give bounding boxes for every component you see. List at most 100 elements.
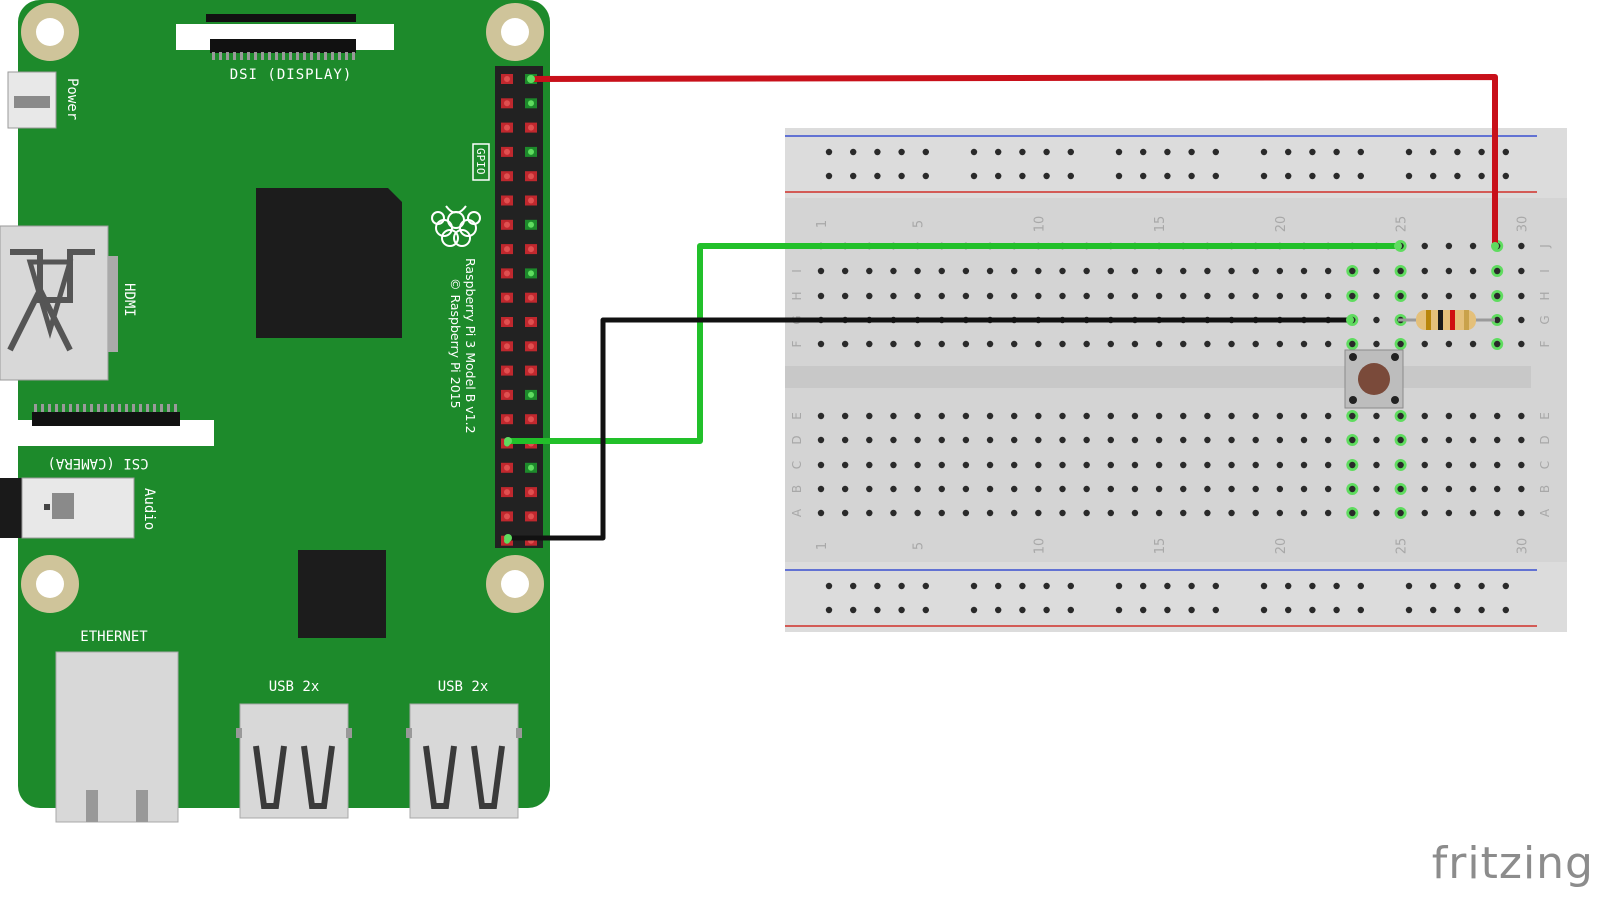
rail-hole	[995, 148, 1002, 156]
breadboard-hole	[962, 436, 970, 444]
breadboard-hole	[1373, 436, 1380, 444]
gpio-pin-contact	[528, 391, 534, 398]
gpio-pin-contact	[504, 489, 510, 496]
rail-hole	[1357, 606, 1365, 614]
rail-hole	[1115, 606, 1123, 614]
rail-hole	[1188, 172, 1195, 180]
rail-hole	[1115, 172, 1123, 180]
row-letter: D	[790, 435, 804, 444]
breadboard-hole	[1300, 436, 1308, 444]
rail-hole	[1212, 172, 1220, 180]
row-letter: B	[790, 485, 804, 493]
rail-hole	[874, 172, 881, 180]
breadboard-hole	[1059, 436, 1066, 444]
raspberry-logo	[431, 205, 481, 247]
rail-hole	[1212, 148, 1220, 156]
breadboard-hole	[841, 340, 849, 348]
breadboard-hole	[914, 485, 921, 493]
breadboard-hole	[1373, 340, 1380, 348]
breadboard-hole	[1349, 509, 1356, 517]
dsi-connector	[176, 14, 394, 60]
rail-hole	[970, 148, 978, 156]
connector-pin	[226, 52, 229, 60]
breadboard-hole	[1349, 292, 1356, 300]
breadboard-hole	[866, 412, 873, 420]
rail-hole	[1140, 172, 1147, 180]
breadboard-hole	[1107, 412, 1115, 420]
breadboard-hole	[1011, 509, 1018, 517]
breadboard-hole	[1494, 267, 1501, 275]
gpio-pin-contact	[504, 173, 510, 180]
column-number: 10	[1032, 538, 1047, 555]
breadboard-hole	[866, 267, 873, 275]
gpio-pin-contact	[504, 76, 510, 82]
breadboard-hole	[817, 267, 825, 275]
breadboard-hole	[1397, 292, 1404, 300]
breadboard-hole	[1276, 340, 1284, 348]
rail-hole	[922, 148, 929, 156]
wire-endpoint	[1394, 242, 1402, 250]
breadboard-hole	[1252, 485, 1259, 493]
breadboard-hole	[962, 461, 970, 469]
connector-pin	[261, 52, 264, 60]
gpio-pin-contact	[528, 367, 534, 374]
breadboard-hole	[1083, 461, 1090, 469]
column-number: 1	[815, 220, 830, 228]
breadboard-hole	[1083, 292, 1090, 300]
connector-pin	[83, 404, 86, 412]
gpio-pin-contact	[504, 464, 510, 471]
connector-pin	[76, 404, 79, 412]
breadboard-hole	[1373, 292, 1380, 300]
breadboard-hole	[914, 436, 921, 444]
rail-hole	[1019, 148, 1026, 156]
rail-hole	[898, 606, 905, 614]
breadboard-hole	[1107, 461, 1115, 469]
rail-hole	[1188, 582, 1195, 590]
breadboard-hole	[1059, 267, 1066, 275]
breadboard-hole	[1324, 485, 1332, 493]
breadboard-hole	[962, 292, 970, 300]
rail-hole	[825, 172, 833, 180]
breadboard-hole	[1131, 461, 1139, 469]
rail-hole	[1260, 148, 1268, 156]
breadboard-hole	[938, 412, 945, 420]
breadboard-hole	[1059, 340, 1066, 348]
breadboard-hole	[1324, 436, 1332, 444]
mounting-hole	[21, 3, 79, 61]
gpio-pin-contact	[504, 197, 510, 204]
rail-hole	[898, 172, 905, 180]
audio-label: Audio	[141, 488, 157, 530]
column-number: 10	[1032, 216, 1047, 233]
breadboard-hole	[1397, 340, 1404, 348]
row-letter: B	[1538, 485, 1552, 493]
rail-hole	[1478, 582, 1485, 590]
breadboard-hole	[1228, 292, 1235, 300]
breadboard-hole	[1228, 485, 1235, 493]
breadboard-hole	[890, 436, 897, 444]
connector-pin	[125, 404, 128, 412]
wire-endpoint	[504, 534, 512, 542]
breadboard-hole	[1180, 461, 1187, 469]
mounting-hole	[486, 555, 544, 613]
rail-hole	[1430, 582, 1437, 590]
breadboard-hole	[890, 267, 897, 275]
connector-pin	[212, 52, 215, 60]
button-cap	[1358, 363, 1390, 395]
rail-hole	[850, 606, 857, 614]
model-label: Raspberry Pi 3 Model B v1.2	[463, 258, 478, 434]
breadboard-hole	[914, 292, 921, 300]
connector-pin	[303, 52, 306, 60]
gpio-pin-contact	[504, 100, 510, 107]
breadboard-hole	[1276, 509, 1284, 517]
rail-hole	[1260, 606, 1268, 614]
breadboard-hole	[1518, 292, 1525, 300]
breadboard-hole	[1131, 267, 1139, 275]
breadboard-hole	[1397, 485, 1404, 493]
rail-hole	[898, 582, 905, 590]
breadboard-hole	[962, 340, 970, 348]
breadboard-hole	[1155, 436, 1163, 444]
row-letter: A	[1538, 508, 1552, 517]
breadboard-hole	[1276, 485, 1284, 493]
rail-hole	[1357, 148, 1365, 156]
